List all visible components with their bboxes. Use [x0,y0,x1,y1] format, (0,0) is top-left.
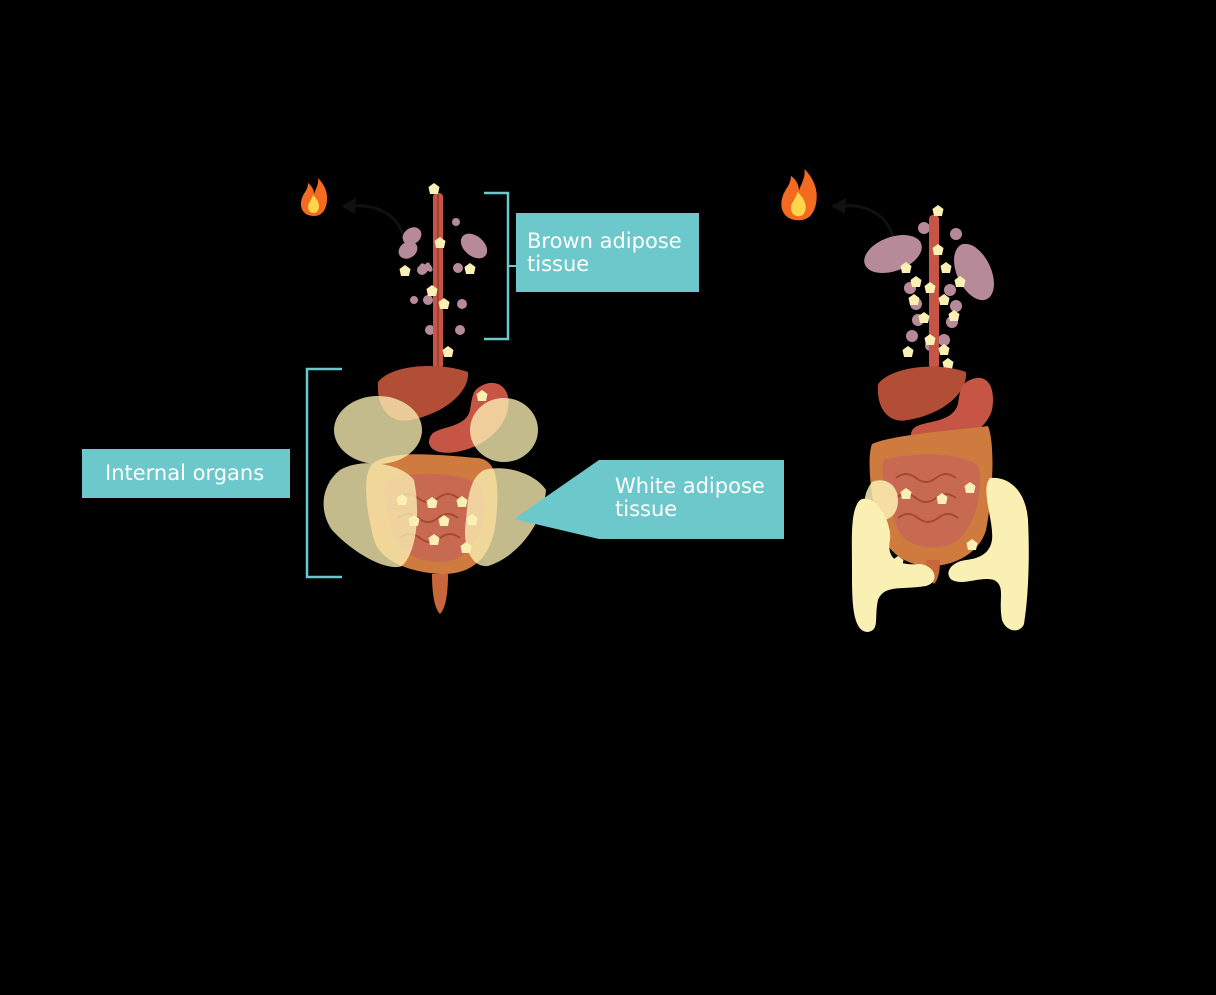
white-fat-right [851,477,1029,632]
brown-adipose-label-line1: Brown adipose [527,229,682,253]
white-fat-left [323,396,546,568]
flame-icon [781,169,817,221]
brown-fat-left [398,218,488,335]
white-adipose-label: White adipose tissue [599,460,784,539]
intestines [869,426,993,584]
right-figure [781,169,1029,632]
brown-adipose-label-line2: tissue [527,252,590,276]
white-adipose-label-line1: White adipose [615,474,765,498]
white-adipose-label-line2: tissue [615,497,678,521]
liver [877,366,967,421]
bracket-internal [305,367,342,579]
flame-icon [300,178,328,216]
curved-arrow-icon [831,198,896,241]
white-adipose-pointer [514,460,599,539]
curved-arrow-icon [341,198,406,239]
brown-adipose-label: Brown adipose tissue [516,213,699,292]
bracket-brown [484,191,510,341]
internal-organs-label-text: Internal organs [105,461,265,485]
internal-organs-label: Internal organs [82,449,290,498]
left-figure [300,178,599,614]
